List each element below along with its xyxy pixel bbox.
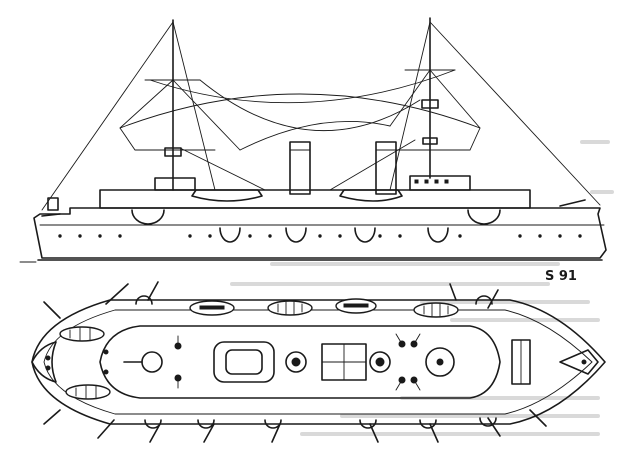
upper-sponsons — [135, 295, 493, 305]
lower-sponsons — [144, 417, 497, 429]
side-elevation — [33, 17, 607, 261]
casemate-guns — [43, 281, 547, 443]
funnel-casing-fore — [213, 341, 275, 383]
superstructure-plan — [99, 325, 501, 399]
boat-2 — [339, 189, 403, 202]
bleed-through-text — [230, 140, 614, 436]
deck-plan — [31, 281, 606, 443]
fore-top — [164, 147, 182, 157]
portholes — [58, 234, 582, 238]
fore-barbette — [131, 209, 165, 225]
rigging — [41, 21, 601, 211]
deck-hull-outline — [31, 299, 606, 425]
aft-barbette — [467, 209, 501, 225]
funnel-top-2 — [369, 351, 391, 373]
fore-bridge — [154, 177, 196, 191]
funnel-aft — [375, 141, 397, 195]
funnel-fore — [289, 141, 311, 195]
main-top — [421, 99, 439, 109]
funnel-top-1 — [285, 351, 307, 373]
superstructure — [99, 189, 531, 209]
deck-boats — [59, 298, 459, 400]
boat-1 — [191, 189, 263, 202]
aft-turret — [425, 347, 455, 377]
hull-profile — [33, 207, 607, 259]
casemate-sponsons — [219, 227, 449, 243]
fore-turret — [141, 351, 163, 373]
figure-mark: S 91 — [545, 269, 577, 284]
aft-bridge — [409, 175, 471, 191]
